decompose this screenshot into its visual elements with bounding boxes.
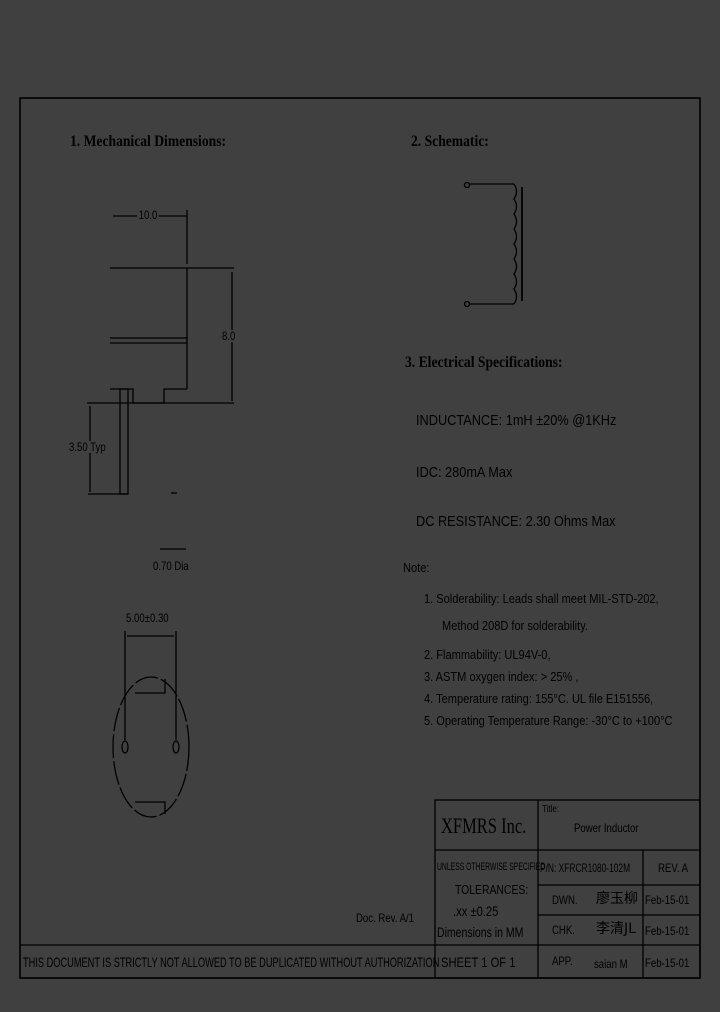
notes-label: Note: bbox=[403, 560, 430, 575]
revision: REV. A bbox=[658, 861, 689, 875]
section-title-electrical: 3. Electrical Specifications: bbox=[405, 354, 563, 371]
company-name: XFMRS Inc. bbox=[441, 813, 527, 838]
terminal bbox=[463, 300, 471, 308]
drawn-date: Feb-15-01 bbox=[645, 893, 690, 907]
part-number: P/N: XFRCR1080-102M bbox=[540, 861, 631, 875]
pin-hole bbox=[172, 740, 180, 754]
dim-pin-spacing: 5.00±0.30 bbox=[126, 611, 169, 625]
dim-lead-length: 3.50 Typ bbox=[69, 440, 106, 454]
side-view bbox=[87, 210, 234, 550]
drawn-label: DWN. bbox=[552, 893, 578, 907]
checked-date: Feb-15-01 bbox=[645, 924, 690, 938]
terminal bbox=[463, 181, 471, 189]
note-item: 3. ASTM oxygen index: > 25% , bbox=[424, 669, 579, 684]
approved-date: Feb-15-01 bbox=[645, 956, 690, 970]
section-title-mechanical: 1. Mechanical Dimensions: bbox=[70, 133, 227, 150]
doc-revision: Doc. Rev. A/1 bbox=[356, 911, 414, 925]
title-block-grid bbox=[434, 799, 701, 979]
checked-label: CHK. bbox=[552, 923, 575, 937]
dim-width: 10.0 bbox=[137, 208, 159, 222]
spec-idc: IDC: 280mA Max bbox=[416, 464, 513, 481]
tolerances-label: TOLERANCES: bbox=[455, 882, 529, 897]
bottom-view bbox=[112, 631, 190, 818]
note-item: 2. Flammability: UL94V-0, bbox=[424, 647, 551, 662]
pin-hole bbox=[121, 740, 129, 754]
lead bbox=[119, 388, 129, 495]
approved-label: APP. bbox=[552, 954, 573, 968]
spec-dc-resistance: DC RESISTANCE: 2.30 Ohms Max bbox=[416, 513, 616, 530]
units-note: Dimensions in MM bbox=[437, 924, 524, 940]
spec-inductance: INDUCTANCE: 1mH ±20% @1KHz bbox=[416, 412, 617, 429]
dim-height: 8.0 bbox=[222, 329, 236, 343]
note-item: Method 208D for solderability. bbox=[442, 618, 588, 633]
inductor-symbol bbox=[463, 181, 523, 308]
note-item: 1. Solderability: Leads shall meet MIL-S… bbox=[424, 591, 659, 606]
sheet-number: SHEET 1 OF 1 bbox=[441, 954, 516, 970]
note-item: 5. Operating Temperature Range: -30°C to… bbox=[424, 713, 673, 728]
title-label: Title: bbox=[542, 804, 560, 815]
checked-signature: 李清JL bbox=[596, 921, 636, 937]
drawing-border bbox=[19, 97, 701, 979]
dim-lead-dia: 0.70 Dia bbox=[153, 559, 189, 573]
section-title-schematic: 2. Schematic: bbox=[411, 133, 489, 150]
drawn-signature: 廖玉柳 bbox=[596, 891, 638, 907]
approved-signature: saian M bbox=[594, 957, 628, 971]
tolerance-header: UNLESS OTHERWISE SPECIFIED bbox=[437, 861, 546, 873]
tolerance-value: .xx ±0.25 bbox=[453, 903, 499, 919]
footer-notice: THIS DOCUMENT IS STRICTLY NOT ALLOWED TO… bbox=[23, 954, 440, 970]
note-item: 4. Temperature rating: 155°C. UL file E1… bbox=[424, 691, 654, 706]
drawing-title: Power Inductor bbox=[574, 821, 639, 835]
